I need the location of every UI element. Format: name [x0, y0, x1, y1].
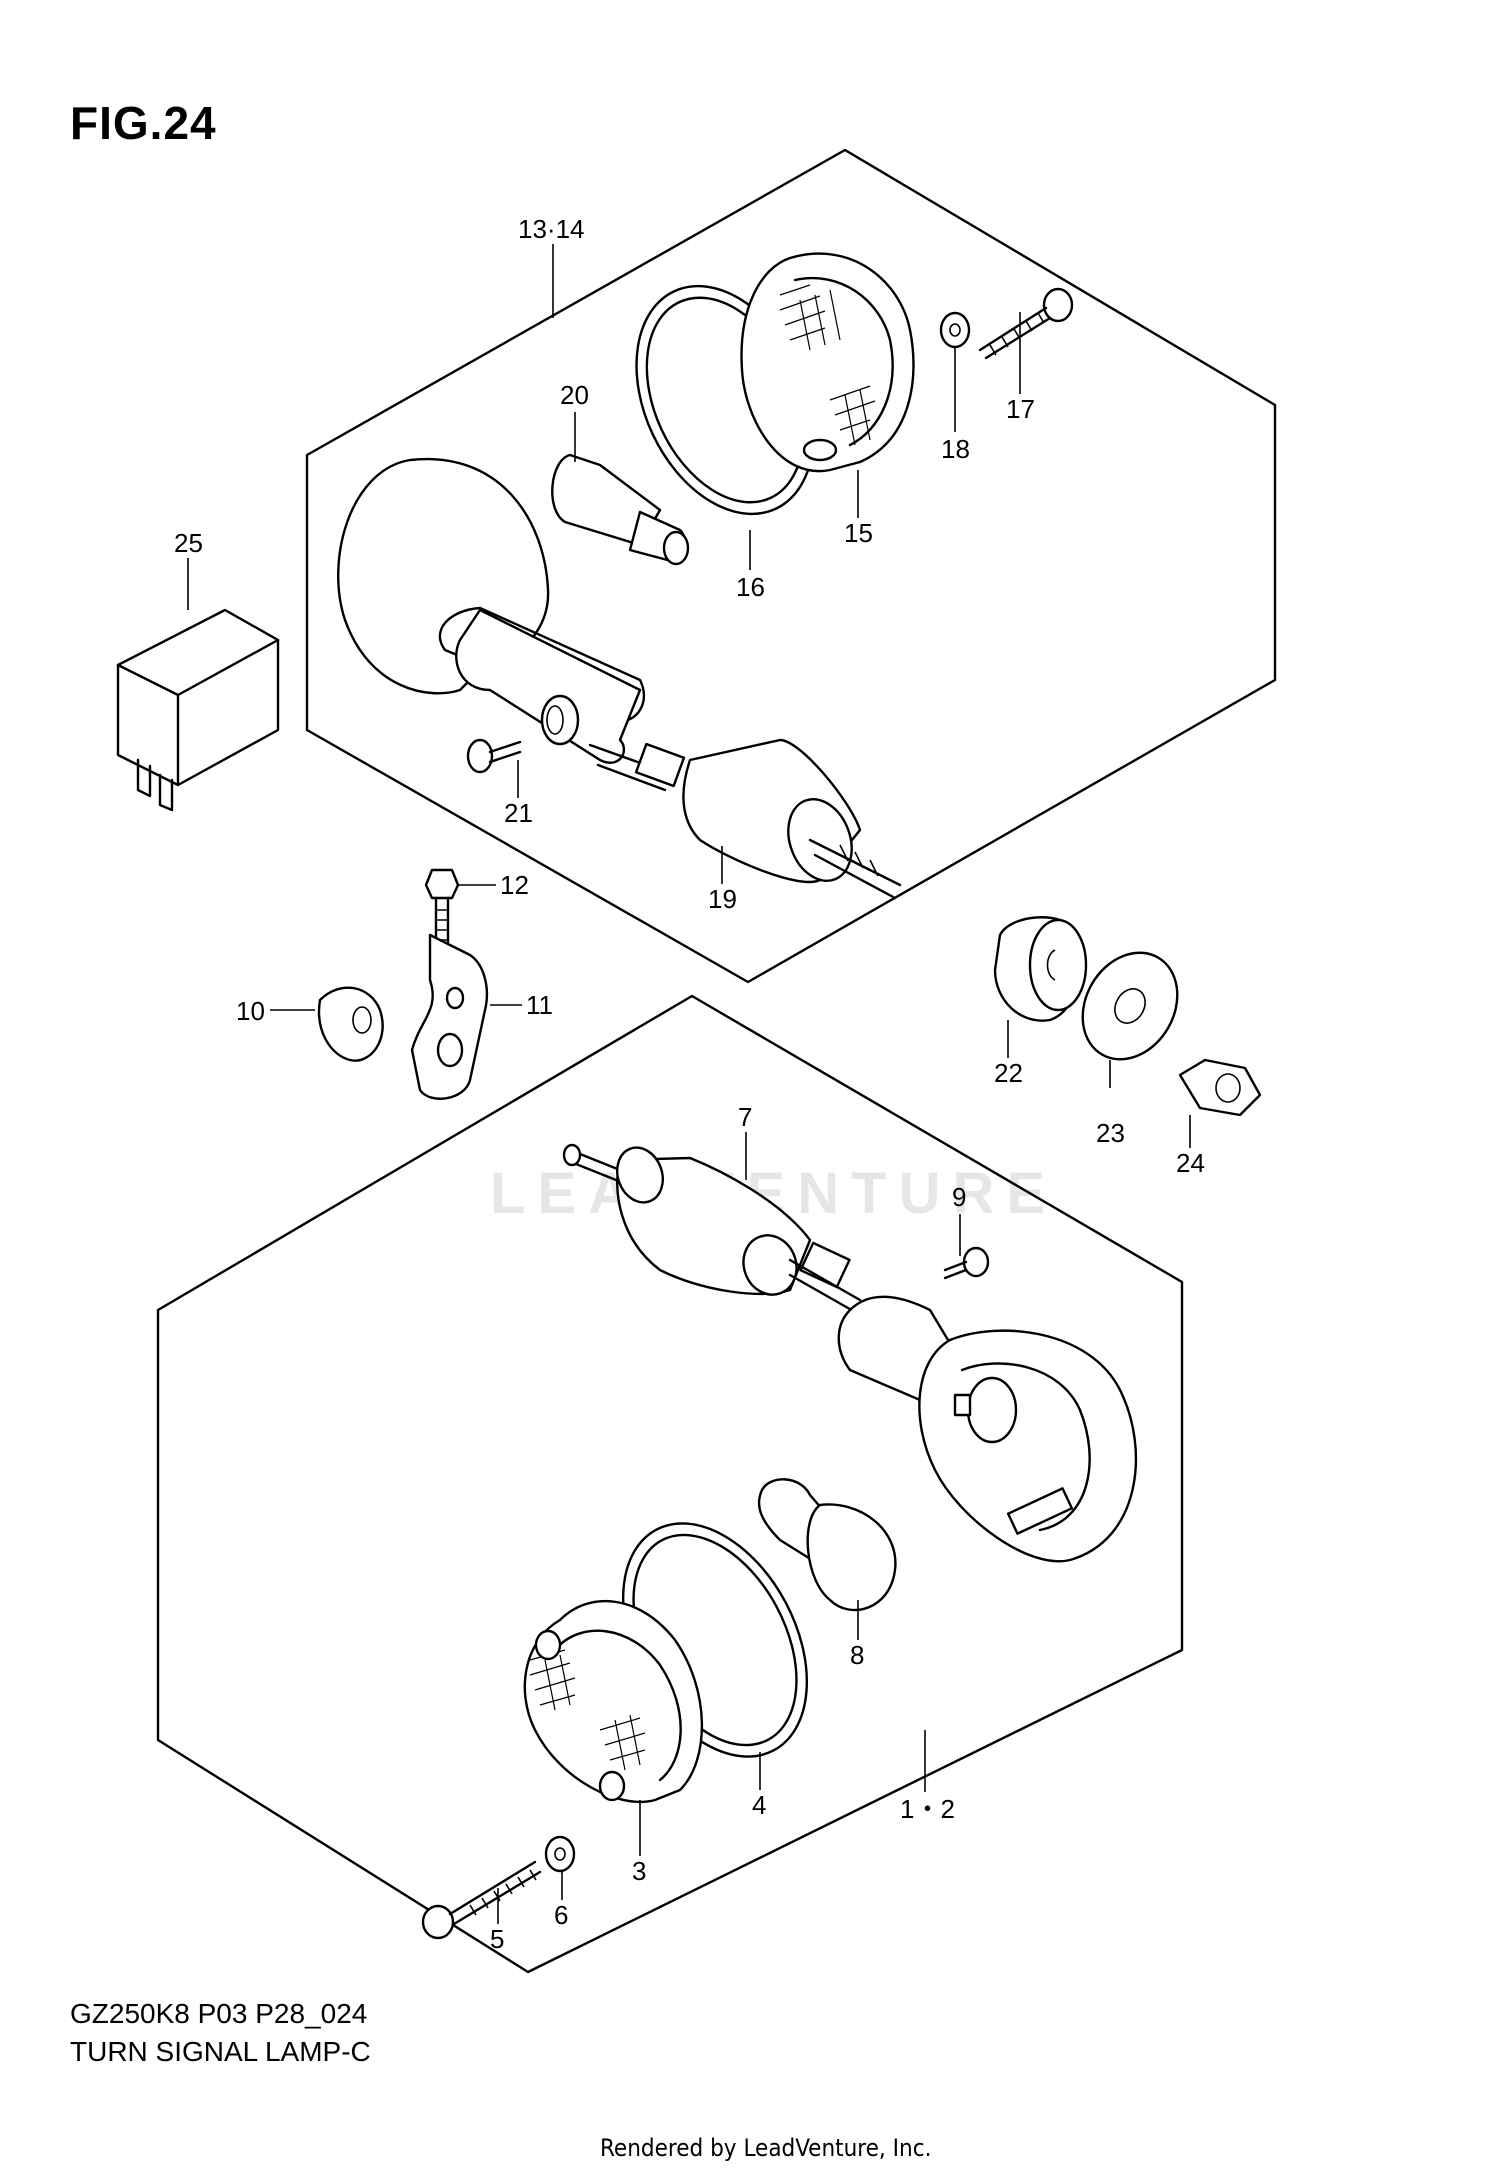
grommet-22-icon	[993, 916, 1088, 1022]
lower-housing-1-2-icon	[837, 1295, 1138, 1563]
callout-7: 7	[738, 1102, 752, 1132]
callout-4: 4	[752, 1790, 766, 1820]
lower-assembly-frame	[156, 994, 1184, 1974]
screw-21-icon	[466, 738, 522, 774]
render-credit: Rendered by LeadVenture, Inc.	[600, 2134, 932, 2162]
callout-5: 5	[490, 1924, 504, 1954]
callout-1-2: 1・2	[900, 1794, 955, 1824]
leader-lines	[187, 244, 1191, 1924]
washer-23-icon	[1081, 951, 1179, 1061]
callout-19: 19	[708, 884, 737, 914]
callout-6: 6	[554, 1900, 568, 1930]
callout-22: 22	[994, 1058, 1023, 1088]
collar-10-icon	[317, 986, 384, 1062]
callout-24: 24	[1176, 1148, 1205, 1178]
upper-assembly-frame	[305, 148, 1277, 984]
callout-11: 11	[526, 990, 553, 1020]
callout-3: 3	[632, 1856, 646, 1886]
lens-3-icon	[523, 1600, 704, 1804]
callout-12: 12	[500, 870, 529, 900]
screw-9-icon	[943, 1246, 990, 1280]
model-code: GZ250K8 P03 P28_024	[70, 1998, 368, 2029]
diagram-name: TURN SIGNAL LAMP-C	[70, 2036, 371, 2067]
callout-16: 16	[736, 572, 765, 602]
callout-20: 20	[560, 380, 589, 410]
relay-25-icon	[116, 608, 280, 812]
upper-housing-13-14-icon	[337, 457, 686, 792]
socket-7-icon	[562, 1143, 862, 1314]
callout-13-14: 13·14	[518, 214, 585, 244]
callout-15: 15	[844, 518, 873, 548]
callout-23: 23	[1096, 1118, 1125, 1148]
bracket-11-icon	[410, 933, 489, 1100]
callout-25: 25	[174, 528, 203, 558]
screw-17-icon	[978, 287, 1074, 360]
bulb-20-icon	[551, 453, 690, 566]
callout-9: 9	[952, 1182, 966, 1212]
bulb-8-icon	[757, 1478, 897, 1612]
callout-17: 17	[1006, 394, 1035, 424]
socket-19-icon	[682, 738, 902, 900]
callout-21: 21	[504, 798, 533, 828]
nut-24-icon	[1178, 1058, 1262, 1117]
washer-18-icon	[939, 311, 971, 349]
lens-15-icon	[740, 252, 915, 473]
callout-18: 18	[941, 434, 970, 464]
figure-title: FIG.24	[70, 97, 217, 149]
callout-8: 8	[850, 1640, 864, 1670]
callout-10: 10	[236, 996, 265, 1026]
washer-6-icon	[544, 1835, 576, 1873]
screw-5-icon	[421, 1860, 542, 1940]
